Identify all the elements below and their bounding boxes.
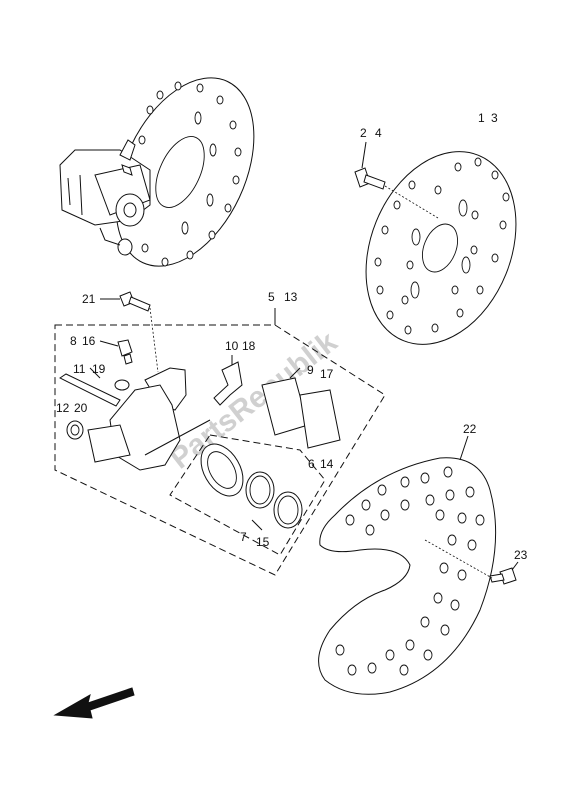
bleeder-screw <box>99 339 133 365</box>
label-15: 15 <box>256 535 270 549</box>
label-7: 7 <box>240 530 247 544</box>
bleed-bolt <box>100 291 159 373</box>
label-16: 16 <box>82 334 96 348</box>
brake-pads <box>261 367 341 449</box>
label-19: 19 <box>92 362 106 376</box>
label-6: 6 <box>308 457 315 471</box>
label-1: 1 <box>478 111 485 125</box>
assembled-brake-illustration <box>59 77 255 267</box>
label-5: 5 <box>268 290 275 304</box>
pad-spring <box>213 355 243 406</box>
label-9: 9 <box>307 363 314 377</box>
label-10: 10 <box>225 339 239 353</box>
caliper-assembly-group <box>54 324 386 576</box>
label-3: 3 <box>491 111 498 125</box>
label-4: 4 <box>375 126 382 140</box>
arrow-left-down-icon <box>53 687 135 719</box>
disc-bolt <box>354 141 439 219</box>
label-8: 8 <box>70 334 77 348</box>
pad-kit-group <box>169 434 326 556</box>
brake-disc-rotor <box>365 151 517 345</box>
label-21: 21 <box>82 292 96 306</box>
label-20: 20 <box>74 401 88 415</box>
label-22: 22 <box>463 422 477 436</box>
label-17: 17 <box>320 367 334 381</box>
label-23: 23 <box>514 548 528 562</box>
disc-guard <box>318 435 497 695</box>
label-12: 12 <box>56 401 70 415</box>
caliper-pistons <box>200 443 303 531</box>
label-14: 14 <box>320 457 334 471</box>
label-18: 18 <box>242 339 256 353</box>
guard-bolt <box>424 539 519 585</box>
dust-boot-ring <box>66 420 84 440</box>
callout-labels: 1 3 2 4 5 13 21 8 16 10 18 11 19 9 17 12… <box>56 111 528 562</box>
label-13: 13 <box>284 290 298 304</box>
label-2: 2 <box>360 126 367 140</box>
caliper-bracket <box>87 367 211 471</box>
label-11: 11 <box>73 362 86 376</box>
slide-pin <box>59 367 121 407</box>
